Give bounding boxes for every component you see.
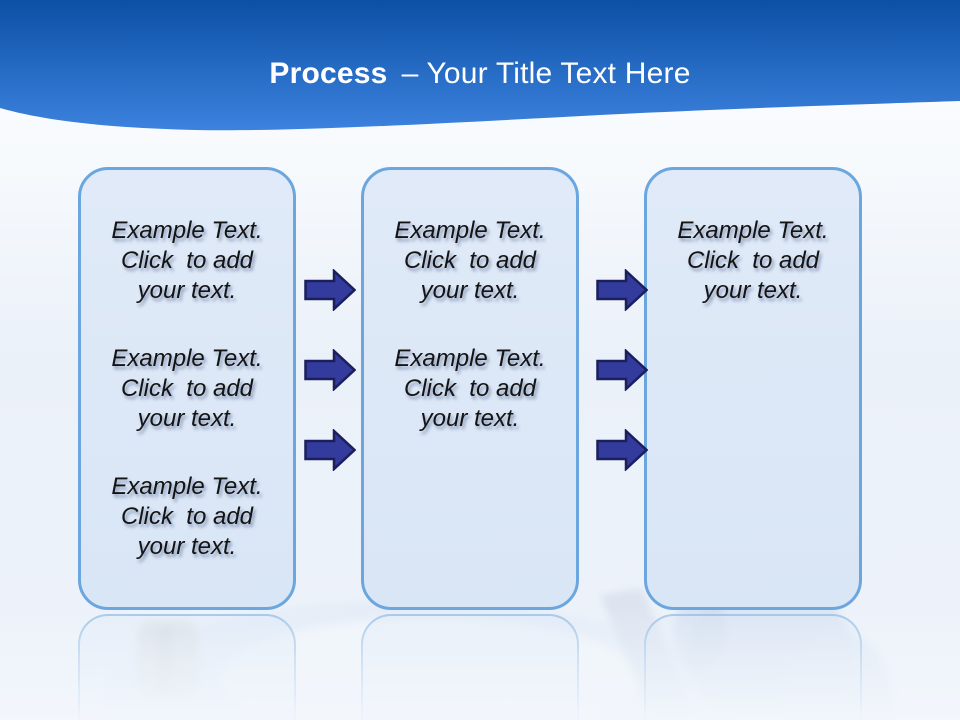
arrow-right-icon xyxy=(304,269,356,311)
placeholder-line: your text. xyxy=(137,533,237,560)
placeholder-line: Example Text. xyxy=(394,217,546,244)
text-placeholder[interactable]: Example Text. Click to add your text. xyxy=(364,344,576,434)
placeholder-line: Example Text. xyxy=(394,345,546,372)
arrow-right-icon xyxy=(596,429,648,471)
placeholder-line: Example Text. xyxy=(677,217,829,244)
title-rest: – Your Title Text Here xyxy=(401,57,691,90)
text-placeholder[interactable]: Example Text. Click to add your text. xyxy=(81,344,293,434)
box-reflection xyxy=(361,614,579,720)
process-box-2[interactable]: Example Text. Click to add your text. Ex… xyxy=(361,167,579,610)
title-keyword: Process xyxy=(269,57,388,90)
placeholder-line: your text. xyxy=(420,405,520,432)
placeholder-line: Example Text. xyxy=(111,217,263,244)
arrow-right-icon xyxy=(304,349,356,391)
text-placeholder[interactable]: Example Text. Click to add your text. xyxy=(81,472,293,562)
placeholder-line: Click to add xyxy=(120,503,254,530)
placeholder-line: your text. xyxy=(703,277,803,304)
placeholder-line: Click to add xyxy=(120,247,254,274)
box-reflection xyxy=(78,614,296,720)
arrow-right-icon xyxy=(304,429,356,471)
placeholder-line: Example Text. xyxy=(111,473,263,500)
placeholder-line: Click to add xyxy=(403,375,537,402)
arrow-right-icon xyxy=(596,269,648,311)
placeholder-line: Example Text. xyxy=(111,345,263,372)
placeholder-line: Click to add xyxy=(120,375,254,402)
process-box-3[interactable]: Example Text. Click to add your text. xyxy=(644,167,862,610)
placeholder-line: your text. xyxy=(137,405,237,432)
arrow-right-icon xyxy=(596,349,648,391)
slide-title[interactable]: Process – Your Title Text Here xyxy=(0,56,960,92)
header-wave xyxy=(0,0,960,131)
text-placeholder[interactable]: Example Text. Click to add your text. xyxy=(364,216,576,306)
text-placeholder[interactable]: Example Text. Click to add your text. xyxy=(647,216,859,306)
process-box-1[interactable]: Example Text. Click to add your text. Ex… xyxy=(78,167,296,610)
placeholder-line: your text. xyxy=(137,277,237,304)
box-reflection xyxy=(644,614,862,720)
placeholder-line: Click to add xyxy=(686,247,820,274)
placeholder-line: your text. xyxy=(420,277,520,304)
placeholder-line: Click to add xyxy=(403,247,537,274)
text-placeholder[interactable]: Example Text. Click to add your text. xyxy=(81,216,293,306)
